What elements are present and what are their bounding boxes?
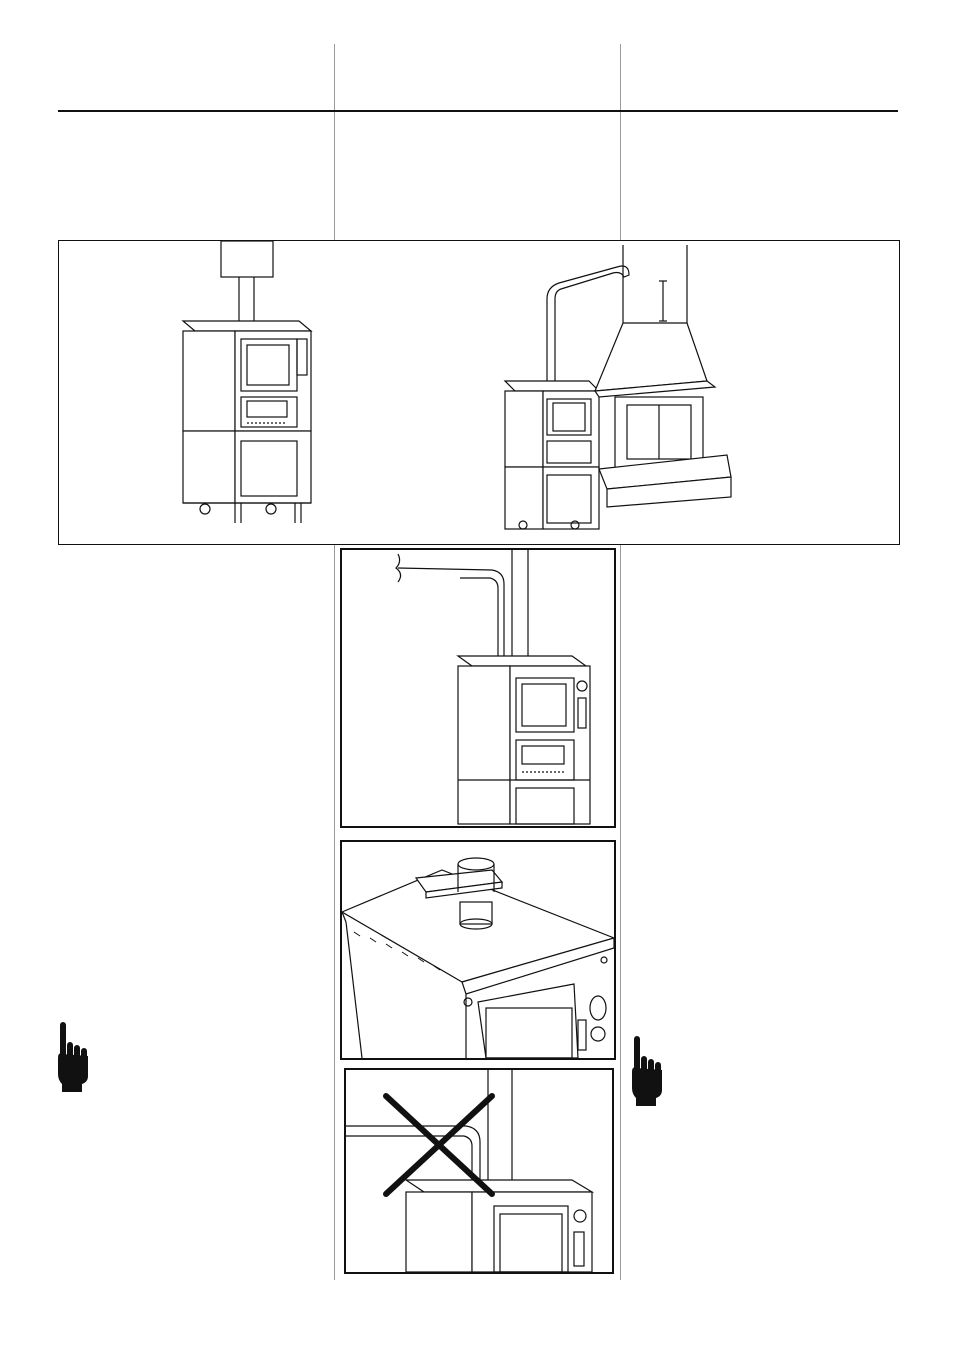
figure-installation-overview [58,240,900,545]
column-divider-left [334,44,335,240]
column-divider-right-lower [620,544,621,1280]
oven-bent-flue [503,265,630,530]
figure-flue-adaptor [340,840,616,1060]
column-divider-left-lower [334,544,335,1280]
header-rule [58,110,898,112]
oven-straight-flue [181,241,313,523]
installation-overview-drawing [181,241,732,530]
flue-adaptor-drawing [342,857,614,1058]
fireplace [593,245,732,508]
figure-flue-incorrect [344,1068,614,1274]
column-divider-right [620,44,621,240]
pointing-hand-icon [56,1022,90,1092]
flue-incorrect-drawing [346,1070,595,1272]
figure-flue-horizontal [340,548,616,828]
flue-horizontal-drawing [395,550,591,825]
pointing-hand-icon [630,1036,664,1106]
